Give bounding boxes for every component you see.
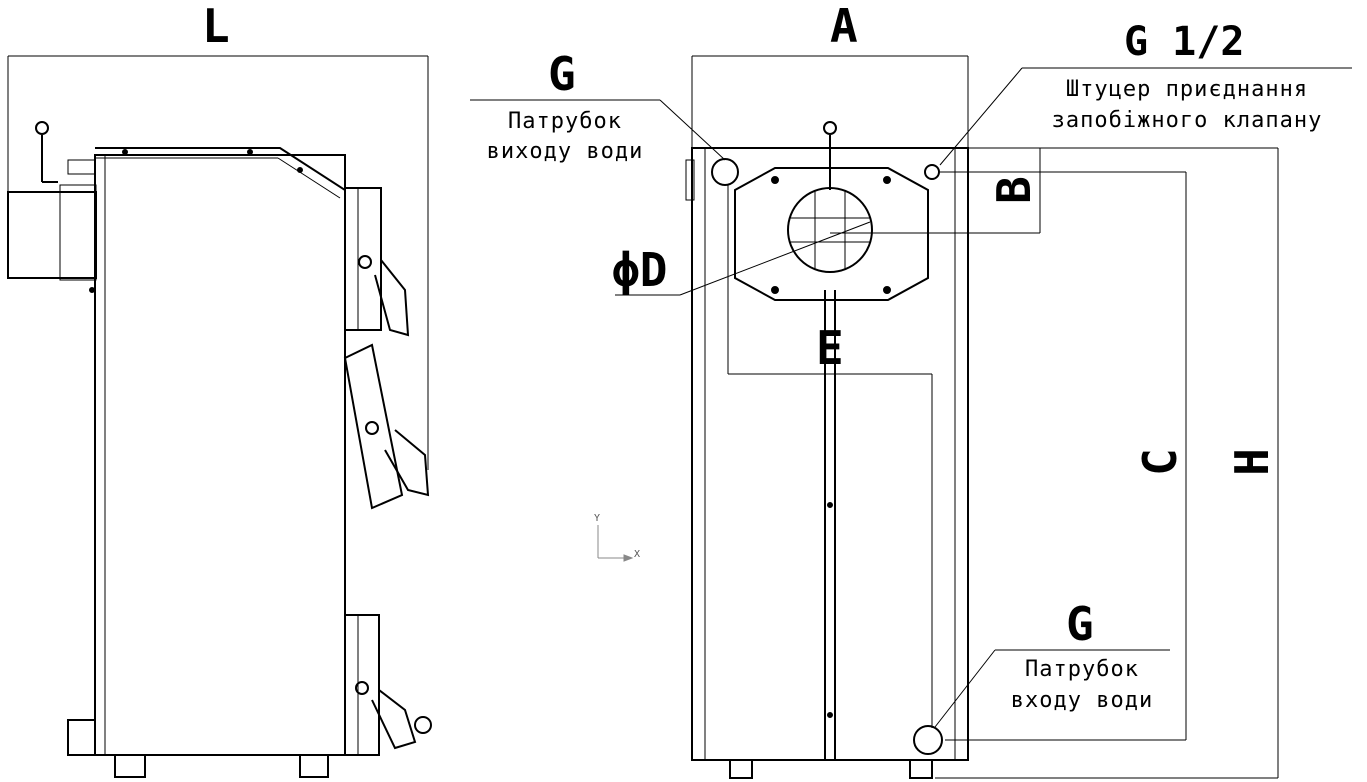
dim-A-label: A xyxy=(830,0,858,53)
outlet-note-line2: виходу води xyxy=(487,139,644,164)
valve-note-line2: запобіжного клапану xyxy=(1052,108,1323,133)
outlet-G-label: G xyxy=(548,47,576,101)
dim-H-label: H xyxy=(1225,448,1279,476)
axis-y-label: Y xyxy=(594,513,600,524)
outlet-note-line1: Патрубок xyxy=(508,109,622,134)
dim-B-label: B xyxy=(987,176,1041,204)
inlet-note-line1: Патрубок xyxy=(1025,657,1139,682)
axis-indicator: Y X xyxy=(594,513,640,562)
dim-L-label: L xyxy=(202,0,230,53)
valve-note-line1: Штуцер приєднання xyxy=(1066,77,1308,102)
front-view xyxy=(685,55,969,779)
dimension-lines xyxy=(470,67,1352,779)
side-view xyxy=(7,55,432,778)
dim-C-label: C xyxy=(1133,448,1187,476)
valve-G-half-label: G 1/2 xyxy=(1124,19,1244,65)
inlet-note-line2: входу води xyxy=(1011,688,1153,713)
inlet-G-label: G xyxy=(1066,597,1094,651)
dim-E-label: E xyxy=(816,321,844,375)
dim-D-label: ϕD xyxy=(612,243,667,297)
axis-x-label: X xyxy=(634,549,640,560)
